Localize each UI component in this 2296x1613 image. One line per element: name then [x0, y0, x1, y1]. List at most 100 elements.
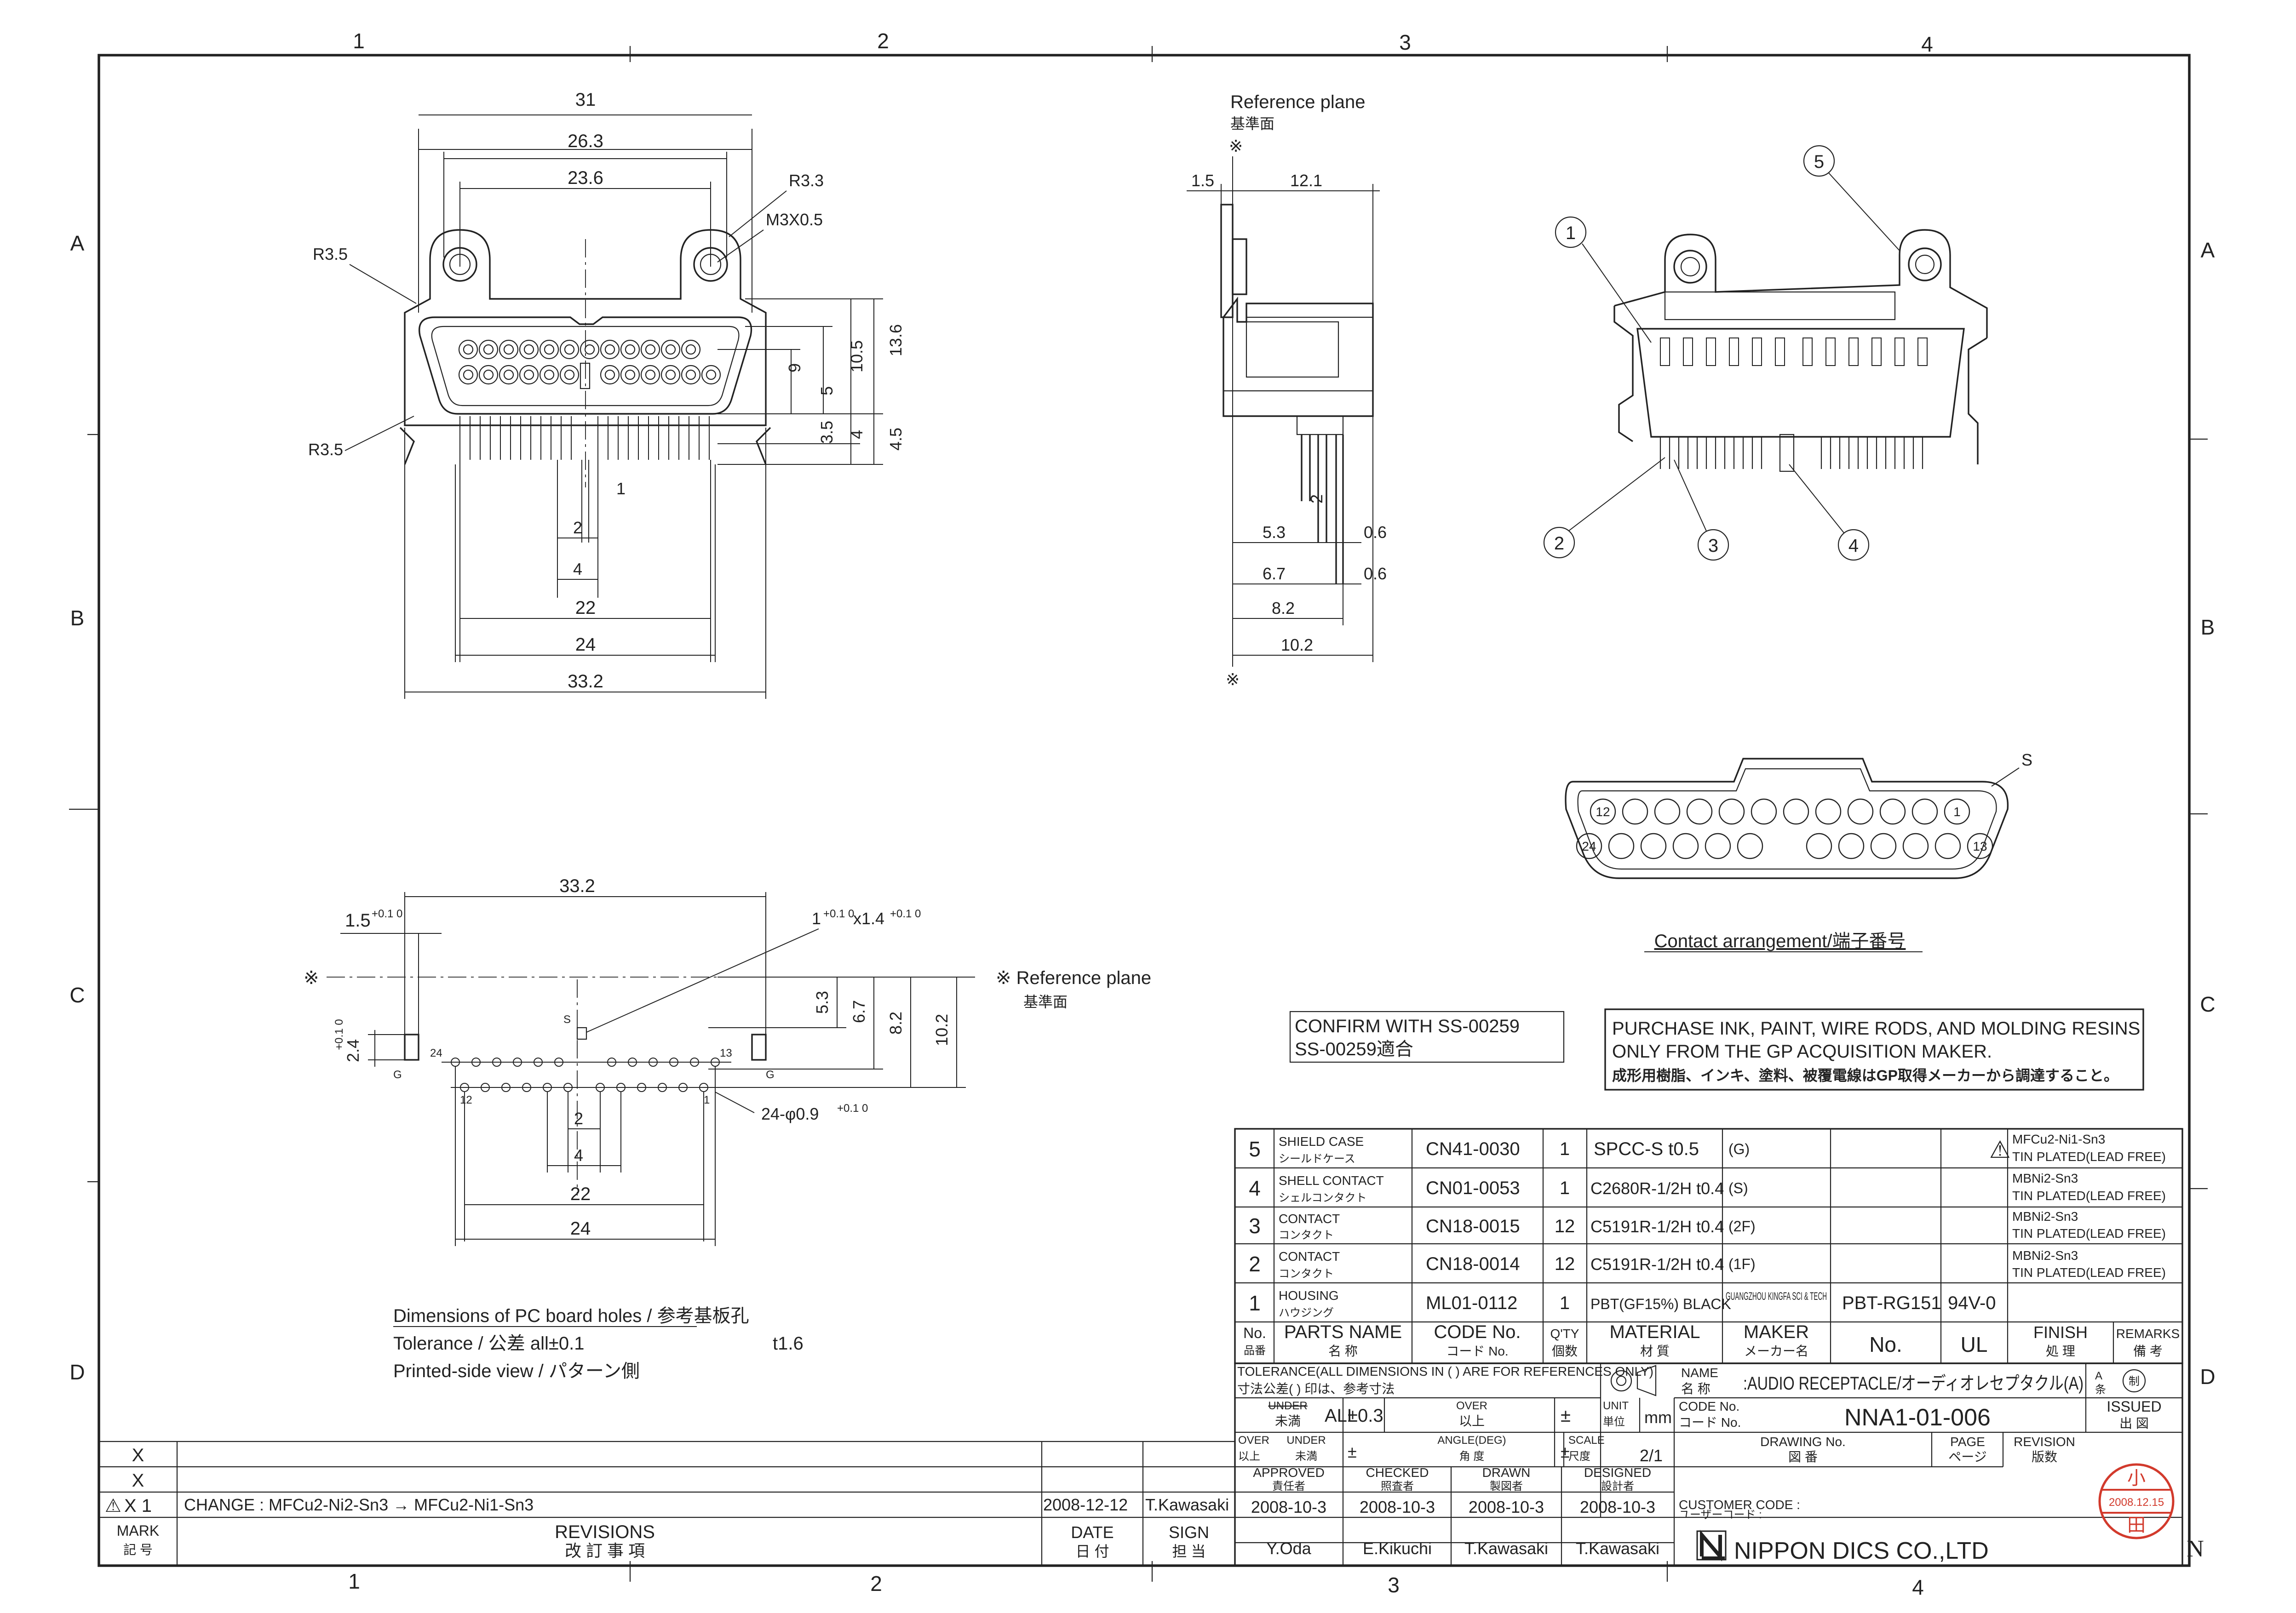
tb-customer-jp: ユーザーコード : [1679, 1509, 1762, 1521]
bom-table: 5 SHIELD CASE シールドケース CN41-0030 1 SPCC-S… [1234, 1128, 2183, 1364]
tb-designed: DESIGNED [1584, 1465, 1651, 1480]
bom-row3-name-jp: コンタクト [1279, 1229, 1334, 1241]
bom-row1-ul: 94V-0 [1948, 1293, 1996, 1313]
tb-code-label-jp: コード No. [1679, 1415, 1741, 1430]
contact-arrangement-caption: Contact arrangement/端子番号 [1654, 931, 1906, 951]
tb-approved: APPROVED [1253, 1465, 1325, 1480]
tb-under: UNDER [1268, 1400, 1307, 1412]
pcb-g-left: G [393, 1069, 402, 1081]
rev-date: 2008-12-12 [1043, 1495, 1128, 1514]
bom-row5-material: SPCC-S t0.5 [1594, 1139, 1699, 1159]
rev-h-mark-jp: 記 号 [123, 1543, 153, 1557]
pcb-pin-24: 24 [430, 1047, 442, 1059]
pcb-caption-line1: Dimensions of PC board holes / 参考基板孔 [393, 1306, 749, 1326]
front-dim-r3-5-bottom: R3.5 [308, 440, 343, 459]
pcb-dim-2-4-tol: +0.1 0 [333, 1019, 345, 1050]
pcb-dim-5-3: 5.3 [813, 991, 832, 1014]
rev-h-date-jp: 日 付 [1076, 1543, 1109, 1560]
tb-over2: OVER [1238, 1434, 1269, 1447]
bom-row1-name-jp: ハウジング [1279, 1307, 1334, 1319]
iso-contact-slots [1660, 337, 1928, 366]
tb-issued: ISSUED [2107, 1398, 2161, 1415]
front-dim-10-5: 10.5 [847, 340, 866, 372]
iso-balloon-4: 4 [1848, 536, 1859, 556]
tb-scale: SCALE [1568, 1434, 1605, 1447]
front-dim-22: 22 [575, 598, 596, 618]
tb-a-label: A [2095, 1370, 2102, 1382]
iso-pins [1659, 437, 1923, 469]
rev-h-sign: SIGN [1169, 1523, 1209, 1542]
side-dim-0-6b: 0.6 [1364, 564, 1387, 583]
front-dim-26-3: 26.3 [568, 131, 603, 151]
bom-row1-qty: 1 [1560, 1293, 1570, 1313]
col-label-top-3: 3 [1399, 30, 1411, 54]
tb-name-checked: E.Kikuchi [1363, 1539, 1432, 1558]
pcb-pin-12: 12 [460, 1094, 472, 1106]
front-dim-3-5: 3.5 [817, 421, 836, 444]
col-label-top-4: 4 [1921, 32, 1933, 56]
front-dim-5: 5 [817, 386, 836, 395]
tb-designed-jp: 設計者 [1601, 1480, 1634, 1493]
row-label-left-D: D [69, 1360, 85, 1384]
bom-row4-finish-2: TIN PLATED(LEAD FREE) [2012, 1189, 2166, 1203]
bom-row5-name-jp: シールドケース [1279, 1153, 1355, 1165]
bom-row3-code: CN18-0015 [1426, 1216, 1520, 1236]
bom-row3-name: CONTACT [1279, 1212, 1340, 1226]
iso-balloon-5: 5 [1814, 152, 1824, 172]
tb-circle-label: 制 [2129, 1375, 2140, 1388]
front-contact-row-top [458, 339, 701, 360]
stamp-top: 小 [2127, 1468, 2146, 1488]
bom-row4-name: SHELL CONTACT [1279, 1173, 1384, 1188]
tb-name-drawn: T.Kawasaki [1464, 1539, 1548, 1558]
side-dim-6-7: 6.7 [1263, 564, 1286, 583]
tb-revision: REVISION [2014, 1435, 2075, 1449]
bom-row2-mark: (1F) [1728, 1256, 1756, 1272]
tb-pm2: ± [1348, 1442, 1357, 1461]
bom-row5-qty: 1 [1560, 1139, 1570, 1159]
tb-scale-jp: 尺度 [1568, 1450, 1590, 1463]
bom-row5-mark: (G) [1728, 1141, 1750, 1157]
bom-row2-code: CN18-0014 [1426, 1254, 1520, 1274]
bom-row2-finish-1: MBNi2-Sn3 [2012, 1248, 2078, 1263]
revision-block: X X ⚠ X 1 CHANGE : MFCu2-Ni2-Sn3 → MFCu2… [99, 1441, 1235, 1566]
front-dim-23-6: 23.6 [568, 168, 603, 188]
tb-revision-jp: 版数 [2032, 1450, 2057, 1464]
iso-view: 1 2 3 4 5 [1543, 145, 1988, 561]
bom-h-qty-jp: 個数 [1552, 1344, 1578, 1358]
bom-row3-finish-2: TIN PLATED(LEAD FREE) [2012, 1226, 2166, 1241]
company-logo [1696, 1530, 1727, 1562]
bom-h-maker: MAKER [1744, 1322, 1809, 1342]
bom-h-no2: No. [1869, 1333, 1902, 1356]
contact-holes-bottom [1576, 833, 1993, 859]
rev-row2-mark: X [132, 1470, 144, 1491]
tb-all: ALL [1325, 1406, 1357, 1426]
tb-drawing-no-jp: 図 番 [1788, 1450, 1818, 1464]
tb-issued-jp: 出 図 [2119, 1416, 2149, 1430]
bom-row5-name: SHIELD CASE [1279, 1134, 1364, 1149]
bom-row4-name-jp: シェルコンタクト [1279, 1192, 1367, 1204]
bom-h-remarks-jp: 備 考 [2133, 1344, 2163, 1358]
rev-h-sign-jp: 担 当 [1172, 1543, 1206, 1560]
tb-under2: UNDER [1286, 1434, 1326, 1447]
bom-h-parts-jp: 名 称 [1328, 1344, 1358, 1358]
rev-h-revisions-jp: 改 訂 事 項 [565, 1541, 645, 1560]
bom-row4-mark: (S) [1728, 1180, 1748, 1196]
bom-row1-grade: PBT-RG151 [1842, 1293, 1941, 1313]
tb-checked-jp: 照査者 [1381, 1480, 1414, 1493]
side-ref-plane: Reference plane [1230, 92, 1366, 112]
bom-row1-maker: GUANGZHOU KINGFA SCI & TECH [1726, 1290, 1827, 1303]
pcb-holes-dim: 24-φ0.9 [761, 1104, 819, 1123]
side-dim-1-5: 1.5 [1191, 171, 1214, 190]
bom-h-code: CODE No. [1434, 1322, 1521, 1342]
note-confirm-2: SS-00259適合 [1295, 1039, 1413, 1059]
tb-name-val: :AUDIO RECEPTACLE/オーディオレセプタクル(A) [1743, 1373, 2084, 1394]
row-label-right-C: C [2200, 992, 2215, 1016]
tb-unit: UNIT [1603, 1400, 1629, 1412]
tb-date-designed: 2008-10-3 [1580, 1498, 1655, 1516]
bom-row2-no: 2 [1249, 1252, 1261, 1276]
row-label-left-B: B [70, 606, 85, 630]
tb-approved-jp: 責任者 [1272, 1480, 1305, 1493]
notes: CONFIRM WITH SS-00259 SS-00259適合 PURCHAS… [1289, 1008, 2144, 1091]
note-purchase-2: ONLY FROM THE GP ACQUISITION MAKER. [1612, 1041, 1992, 1062]
